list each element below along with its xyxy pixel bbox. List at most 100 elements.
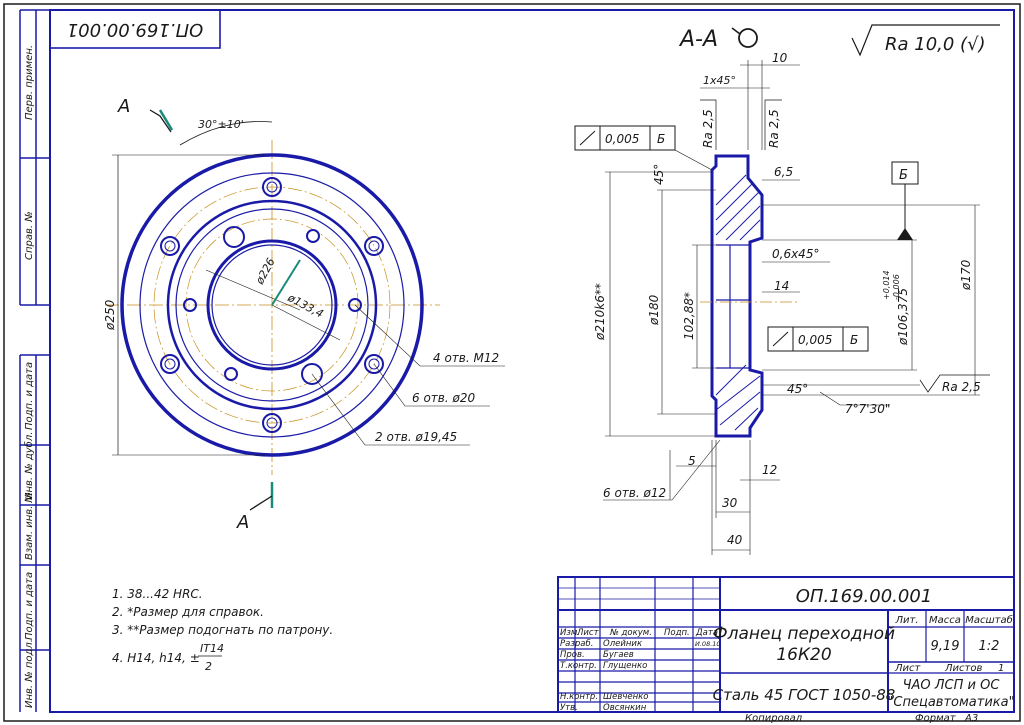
role-4: Н.контр. [560,692,598,702]
bolt-circle-outer [153,186,391,424]
tol-frame-top [574,125,676,151]
cut-arrow-top [149,109,172,133]
side-label-2: Справ. № [24,211,35,260]
leader-d20 [373,363,490,407]
col-izm: Изм. [560,628,580,638]
side-stamp [19,9,50,712]
flange-outline [710,154,764,438]
copied-label: Копировал [745,713,803,724]
note-3: 3. **Размер подогнать по патрону. [112,623,333,637]
mass-value: 9,19 [931,639,960,654]
datum-b: Б [899,168,908,183]
side-label-3: Подп. и дата [24,362,35,430]
dim-30: 30 [722,496,738,510]
section-view: А-А Ra 10,0 (√) [574,24,1000,555]
flange-inner-lines [716,244,750,369]
name-1: Олейник [603,639,643,649]
bolt-circle-inner [185,218,359,392]
title-block [557,576,1015,713]
dim-14: 14 [774,279,789,293]
callout-d19: 2 отв. ø19,45 [375,430,457,444]
dim-d133: ø133,4 [285,291,326,321]
note-fraction-den: 2 [205,660,212,673]
cut-mark-top [158,109,174,131]
holes-12: 6 отв. ø12 [603,486,666,500]
dim-d180: ø180 [647,294,661,326]
sheets-label: Листов [944,663,982,674]
dim-10: 10 [772,51,788,65]
title-block-text: ОП.169.00.001 Фланец переходной 16К20 Ст… [560,586,1015,724]
cut-letter-bottom: А [236,512,249,533]
side-label-7: Инв. № подл. [24,639,35,708]
inner-holes [183,226,362,385]
technical-notes: 1. 38...42 HRC. 2. *Размер для справок. … [112,587,333,673]
lit-label: Лит. [894,615,918,626]
material: Сталь 45 ГОСТ 1050-88 [713,686,896,704]
date-mark: И.08.10 [695,640,721,648]
bore-chamfer-circle [211,244,333,366]
outer-holes [160,177,384,433]
note-1: 1. 38...42 HRC. [112,587,203,601]
chamfer-circle [139,172,405,438]
tol-top-value: 0,005 [605,132,639,146]
company-2: "Спецавтоматика" [887,695,1014,710]
tol-top-datum: Б [657,132,665,146]
chamfer-06: 0,6x45° [772,247,819,261]
outer-contour [120,153,424,457]
bore-circle [206,239,338,371]
dim-d226: ø226 [253,256,278,287]
pilot-circle [166,199,378,411]
format-value: А3 [964,713,978,724]
ra-bottom: Ra 2,5 [942,380,981,394]
name-3: Глущенко [603,661,647,671]
ra-right: Ra 2,5 [767,109,781,148]
note-4: 4. H14, h14, ± [112,651,200,665]
part-name-2: 16К20 [776,645,831,665]
angle-arc [179,121,273,146]
name-5: Овсянкин [603,703,647,713]
dim-d106: ø106,375 [896,288,910,346]
dim-5: 5 [688,454,696,468]
section-dim-lines [605,60,980,555]
dim-d106-upper: +0,014 [882,270,891,300]
tol-top-leader [674,149,713,171]
roughness-general: Ra 10,0 (√) [885,34,986,55]
datum-triangle [897,228,913,240]
ra-bottom-symbol [919,374,990,393]
inner-frame [49,9,1015,713]
scale-value: 1:2 [979,639,1000,654]
scale-label: Масштаб [965,614,1013,626]
company-1: ЧАО ЛСП и ОС [903,678,1001,693]
side-label-6: Подп. и дата [24,572,35,640]
cut-letter-top: А [117,96,130,117]
dim-d106-lower: -0,006 [892,274,901,300]
side-label-1: Перв. примен. [24,45,35,120]
role-5: Утв. [560,703,578,713]
leader-d19 [311,373,470,446]
format-label: Формат [915,713,957,724]
name-2: Бугаев [603,650,634,660]
angle-label: 30°±10' [198,118,244,131]
note-2: 2. *Размер для справок. [112,605,264,619]
dim-d170: ø170 [959,259,973,291]
ra-right-symbol [764,99,782,150]
leader-m12 [354,304,505,367]
col-doc: № докум. [609,628,652,638]
sheets-count: 1 [998,663,1004,674]
role-2: Пров. [560,650,585,660]
doc-number: ОП.169.00.001 [796,586,933,607]
role-1: Разраб. [560,639,593,649]
ra-left: Ra 2,5 [701,109,715,148]
col-date: Дата [695,628,718,638]
dim-6-5: 6,5 [774,165,793,179]
pilot-step-circle [175,208,369,402]
sheet-label: Лист [894,663,922,674]
col-sign: Подп. [664,628,690,638]
leader-d133 [271,304,341,341]
tol-frame-bottom [767,326,869,352]
ra-left-symbol [700,99,717,150]
leader-angle-7 [819,391,890,406]
callout-m12: 4 отв. М12 [433,351,499,365]
chamfer-1x45: 1x45° [703,74,736,87]
